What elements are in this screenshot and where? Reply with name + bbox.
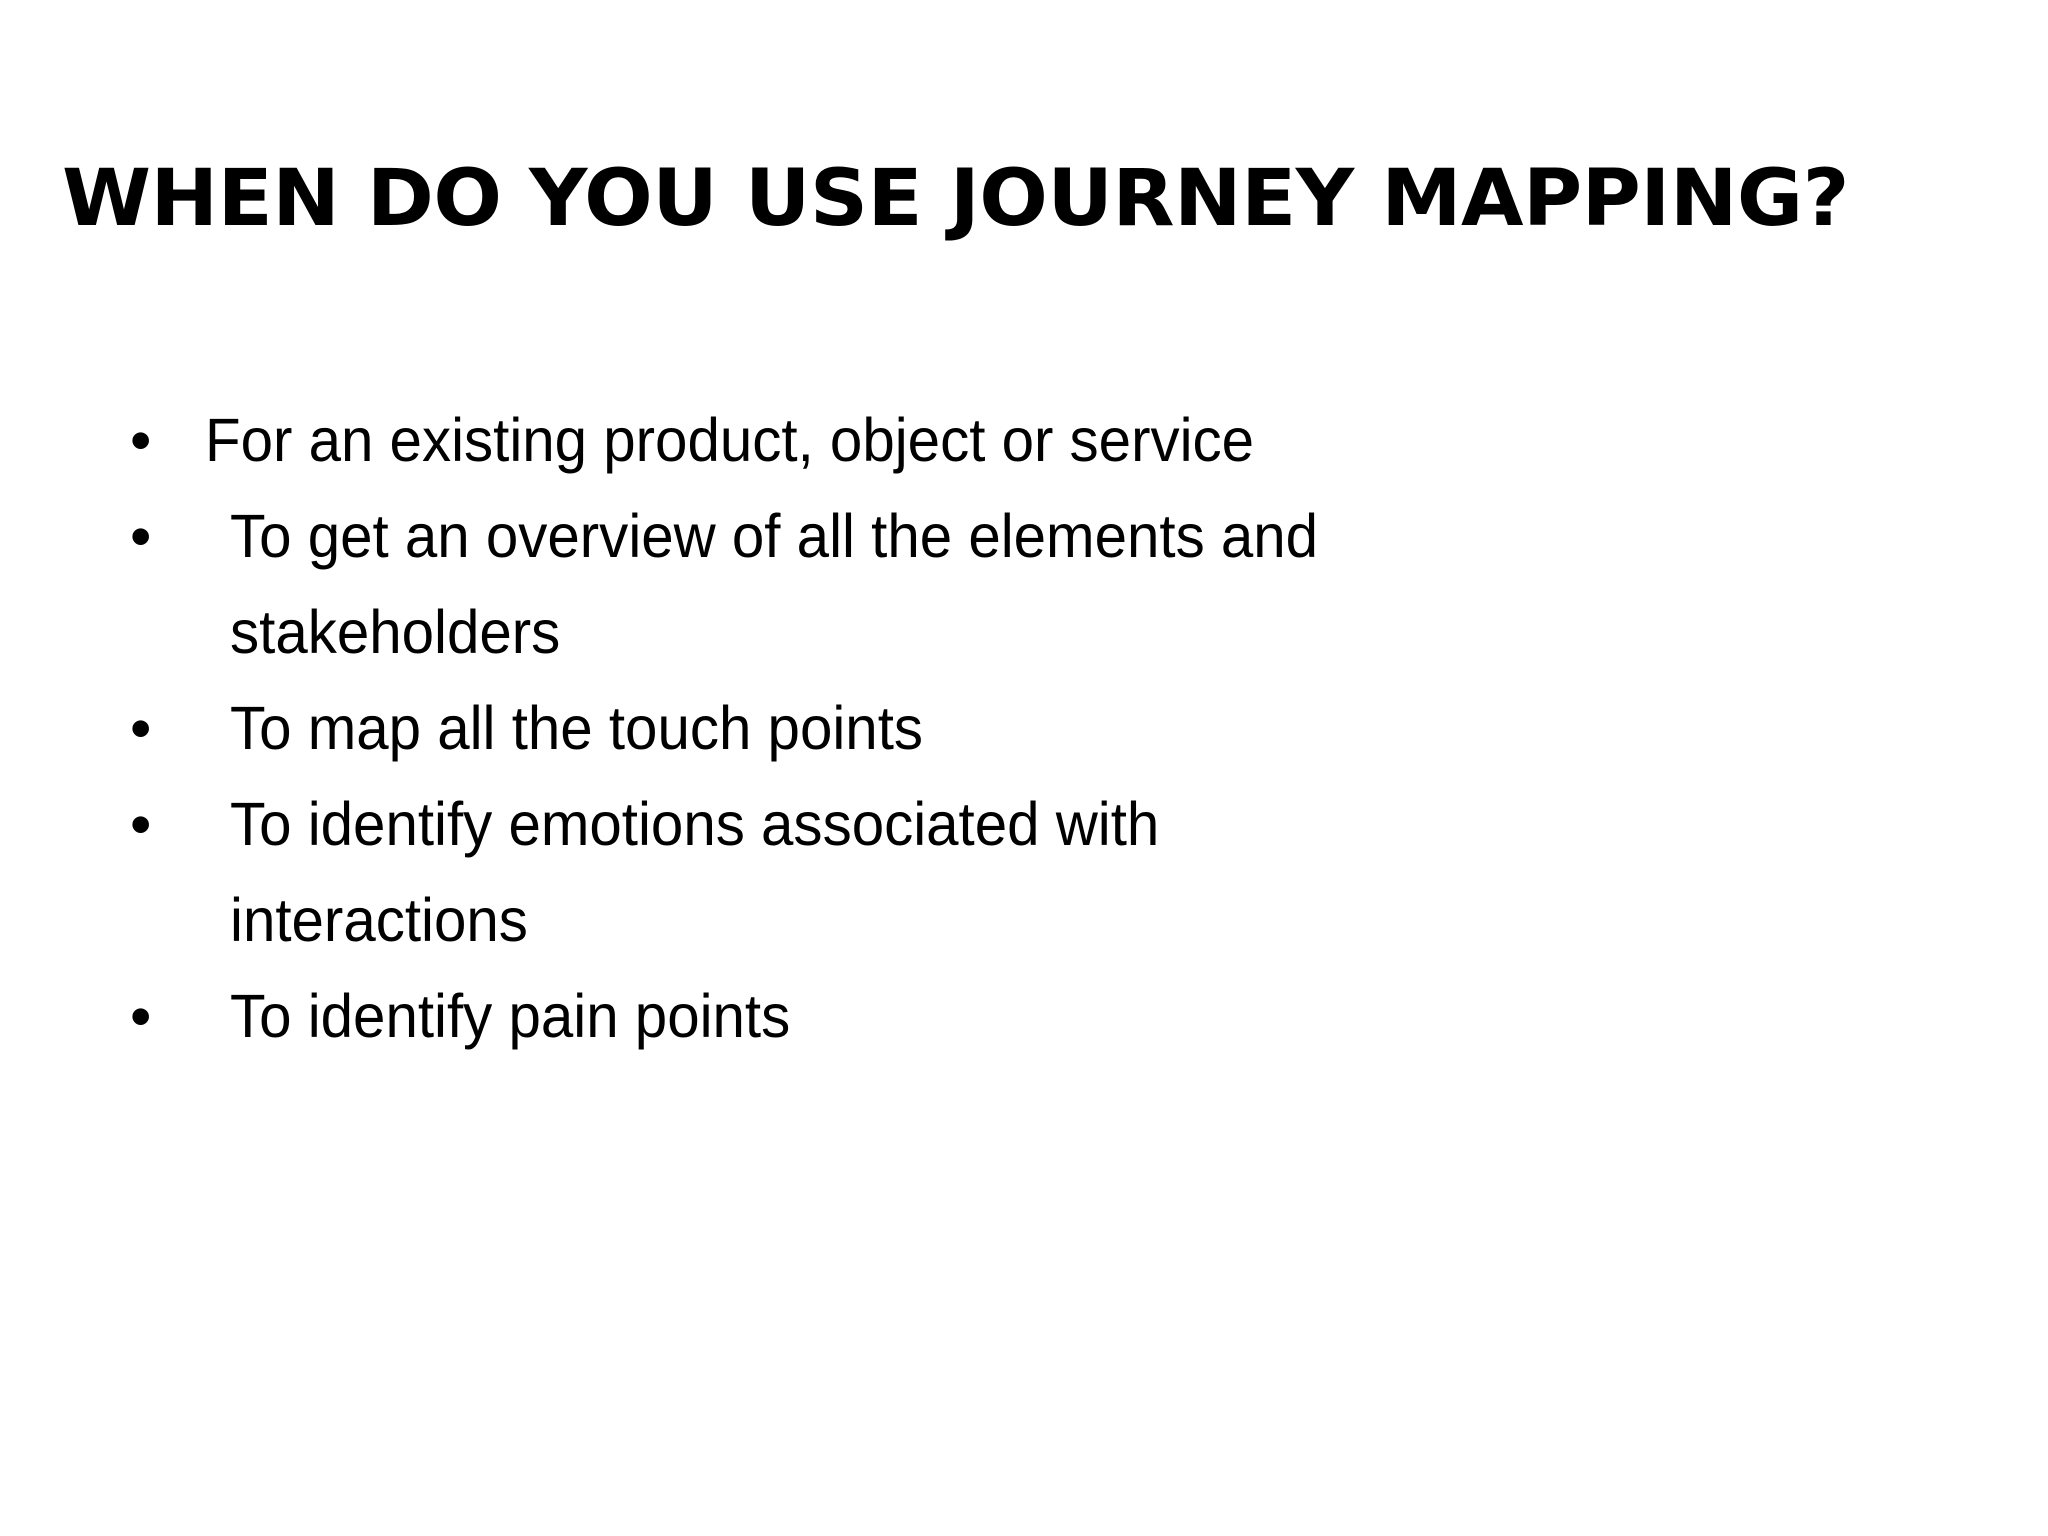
bullet-point-icon: • (130, 406, 152, 474)
list-item-label: To identify emotions associated with (230, 790, 1160, 858)
bullet-point-icon: • (130, 790, 152, 858)
list-item: • For an existing product, object or ser… (118, 392, 1918, 488)
list-item-label-continued: stakeholders (230, 598, 561, 666)
list-item-label: To map all the touch points (230, 694, 924, 762)
list-item-label-continued: interactions (230, 886, 528, 954)
list-item: • To get an overview of all the elements… (118, 488, 1918, 680)
list-item-label: To get an overview of all the elements a… (230, 502, 1319, 570)
list-item: • To map all the touch points (118, 680, 1918, 776)
list-item-label: To identify pain points (230, 982, 791, 1050)
slide-title: WHEN DO YOU USE JOURNEY MAPPING? (62, 154, 1849, 245)
list-item-label: For an existing product, object or servi… (205, 406, 1255, 474)
bullet-list: • For an existing product, object or ser… (118, 392, 1918, 1064)
bullet-point-icon: • (130, 502, 152, 570)
list-item: • To identify emotions associated with i… (118, 776, 1918, 968)
bullet-point-icon: • (130, 694, 152, 762)
list-item: • To identify pain points (118, 968, 1918, 1064)
bullet-point-icon: • (130, 982, 152, 1050)
